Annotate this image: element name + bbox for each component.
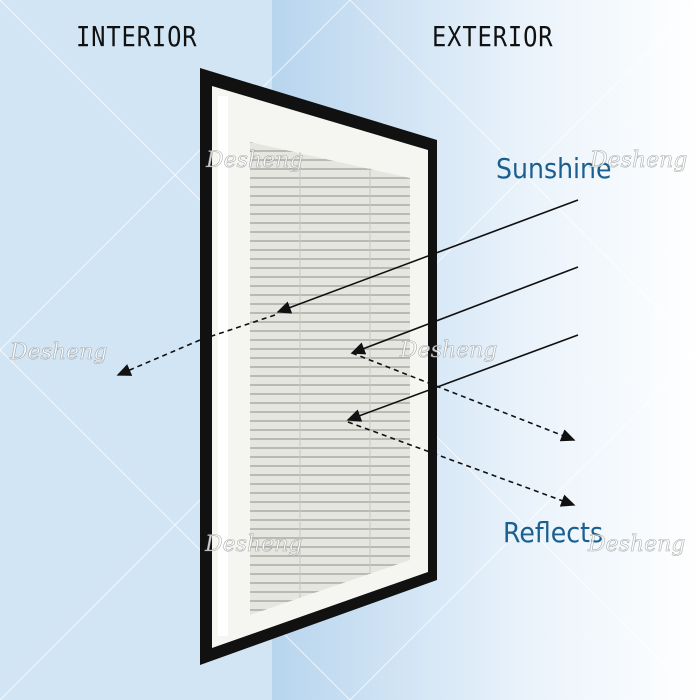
watermark: Desheng [10, 340, 108, 366]
watermark: Desheng [590, 148, 688, 174]
reflects-label: Reflects [503, 516, 604, 549]
sunshine-label: Sunshine [496, 152, 612, 185]
watermark: Desheng [205, 532, 303, 558]
watermark: Desheng [588, 532, 686, 558]
reflect-arrows [116, 314, 576, 507]
watermark: Desheng [206, 148, 304, 174]
sunshine-arrows [276, 199, 579, 422]
watermark: Desheng [400, 338, 498, 364]
exterior-label: EXTERIOR [432, 20, 554, 53]
window-frame [200, 68, 437, 665]
interior-label: INTERIOR [76, 20, 198, 53]
